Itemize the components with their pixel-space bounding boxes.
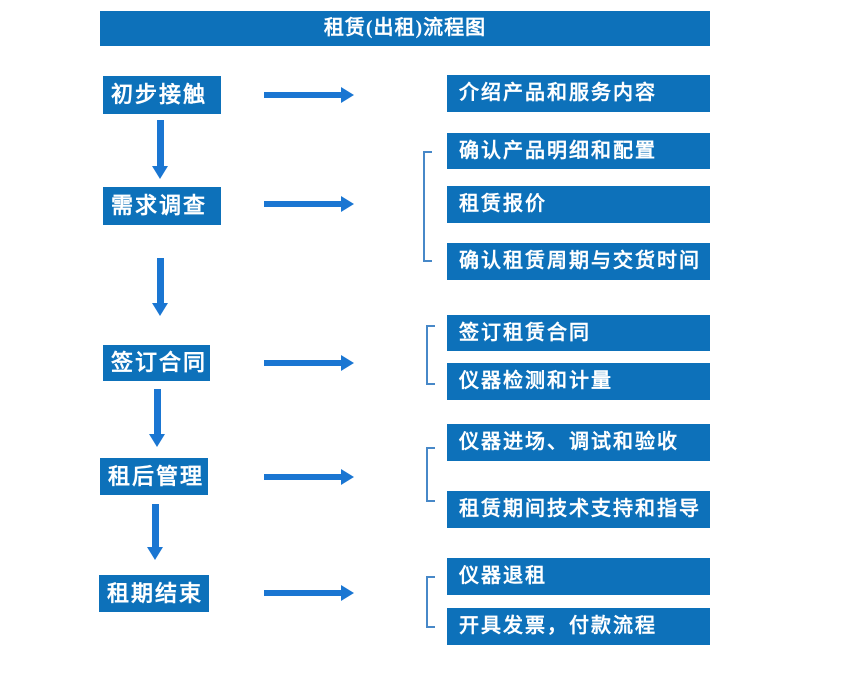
detail-box-instrument-inspection: 仪器检测和计量: [447, 363, 710, 400]
arrow-down-icon-3: [149, 389, 166, 447]
detail-box-invoice-payment: 开具发票，付款流程: [447, 608, 710, 645]
step-box-post-rental-management: 租后管理: [100, 458, 208, 495]
step-box-sign-contract: 签订合同: [103, 345, 210, 381]
bracket-sign-contract-group: [426, 325, 435, 385]
detail-box-instrument-return: 仪器退租: [447, 558, 710, 595]
arrow-right-icon-5: [264, 585, 354, 601]
arrow-right-icon-4: [264, 469, 354, 485]
bracket-demand-survey-group: [423, 151, 432, 262]
page-title: 租赁(出租)流程图: [100, 11, 710, 46]
bracket-post-rental-group: [426, 447, 435, 502]
detail-box-introduce-products: 介绍产品和服务内容: [447, 75, 710, 112]
step-box-initial-contact: 初步接触: [103, 76, 221, 114]
detail-box-sign-rental-contract: 签订租赁合同: [447, 315, 710, 351]
arrow-down-icon-2: [152, 258, 169, 316]
bracket-rental-end-group: [426, 576, 435, 628]
step-box-rental-end: 租期结束: [99, 575, 209, 612]
arrow-down-icon-1: [152, 120, 169, 179]
detail-box-instrument-setup-acceptance: 仪器进场、调试和验收: [447, 424, 710, 461]
detail-box-rental-quote: 租赁报价: [447, 186, 710, 223]
step-box-demand-survey: 需求调查: [103, 187, 221, 225]
detail-box-confirm-product-details: 确认产品明细和配置: [447, 133, 710, 169]
arrow-down-icon-4: [147, 504, 164, 560]
arrow-right-icon-1: [264, 87, 354, 103]
arrow-right-icon-2: [264, 196, 354, 212]
detail-box-confirm-rental-period: 确认租赁周期与交货时间: [447, 243, 710, 280]
detail-box-technical-support: 租赁期间技术支持和指导: [447, 491, 710, 528]
arrow-right-icon-3: [264, 355, 354, 371]
